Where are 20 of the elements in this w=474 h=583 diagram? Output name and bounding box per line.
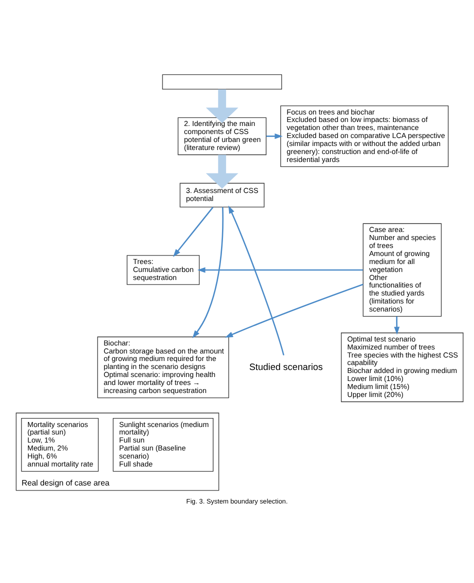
node-box: 2. Identifying the main components of CSS potential of urban green (literature review) xyxy=(178,117,266,156)
node-box: Biochar: Carbon storage based on the amount of growing medium required for the planting in the scenario designs Optimal scenario: improving health and lower mortality of trees → increasing carbon sequestration xyxy=(97,336,230,398)
arrow xyxy=(197,267,363,273)
arrow xyxy=(206,89,238,124)
arrow xyxy=(266,133,283,140)
node-box: Optimal test scenario Maximized number of trees Tree species with the highest CSS capability Biochar added in growing medium Lower limit (10%) Medium limit (15%) Upper limit (20%) xyxy=(340,332,464,402)
arrow xyxy=(394,316,400,335)
arrow xyxy=(173,206,214,257)
node-box: 3. Assessment of CSS potential xyxy=(180,182,264,208)
node-box xyxy=(162,74,282,90)
arrow xyxy=(192,207,224,338)
node-box: Focus on trees and biochar Excluded based on low impacts: biomass of vegetation other than trees, maintenance Excluded based on comparative LCA perspective (similar impacts with or without the added urban greenery): construction and end-of-life of residential yards xyxy=(280,105,449,168)
node-box: Mortality scenarios (partial sun) Low, 1% Medium, 2% High, 6% annual mortality rate xyxy=(21,418,99,472)
arrow xyxy=(206,154,238,189)
node-box: Case area: Number and species of trees Amount of growing medium for all vegetation Other functionalities of the studied yards (limitations for scenarios) xyxy=(362,223,442,317)
node-text: Studied scenarios xyxy=(249,362,323,372)
arrow xyxy=(224,284,364,338)
node-box: Sunlight scenarios (medium mortality) Full sun Partial sun (Baseline scenario) Full shade xyxy=(112,418,214,472)
node-box: Trees: Cumulative carbon sequestration xyxy=(126,255,200,285)
arrow xyxy=(228,205,284,356)
